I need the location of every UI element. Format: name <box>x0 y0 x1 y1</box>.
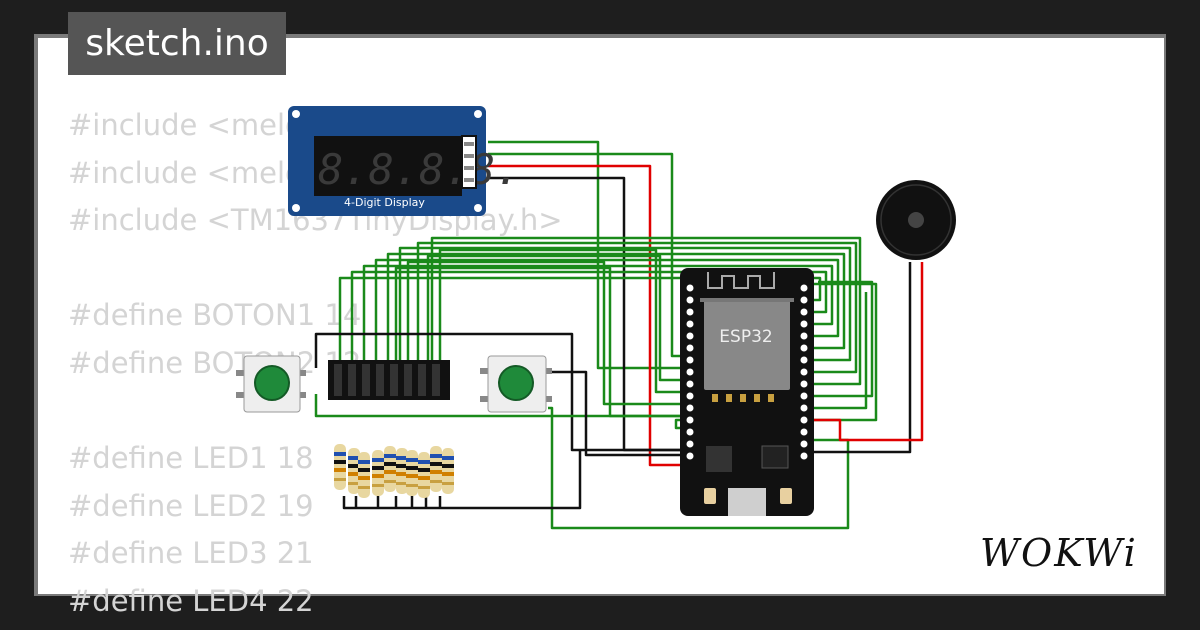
four-digit-display[interactable]: 8.8.8.8. 4-Digit Display <box>288 106 520 216</box>
wire-loop-b <box>426 254 690 382</box>
esp32-label: ESP32 <box>719 327 772 347</box>
wire-resistor-gnd <box>342 450 582 510</box>
wire-display-vcc <box>488 164 690 467</box>
wokwi-logo-text: WOKWi <box>980 531 1138 575</box>
wire-buzzer-neg <box>808 262 912 454</box>
code-line: #include <TM1637TinyDisplay.h> <box>68 203 563 238</box>
wire-led-7 <box>416 241 858 374</box>
display-digits: 8.8.8.8. <box>318 145 520 194</box>
wires <box>314 140 924 530</box>
code-line: #define LED1 18 <box>68 441 314 476</box>
wire-loop-c <box>406 260 690 406</box>
wire-buzzer-pos <box>808 262 924 442</box>
pushbutton-2[interactable] <box>480 355 552 413</box>
wire-led-5 <box>386 252 846 363</box>
display-label: 4-Digit Display <box>344 196 425 209</box>
code-line: #define LED4 22 <box>68 583 314 618</box>
wire-button-2 <box>548 370 690 457</box>
wire-led-3 <box>362 264 834 363</box>
resistors <box>334 444 454 498</box>
buzzer <box>876 180 956 260</box>
code-line: #define LED3 21 <box>68 536 314 571</box>
led-array <box>328 360 450 400</box>
esp32-board[interactable]: ESP32 <box>680 268 814 516</box>
wire-button-1b <box>314 394 690 418</box>
code-line: #define BOTON1 14 <box>68 298 362 333</box>
file-title-badge: sketch.ino <box>68 12 286 75</box>
wire-led-2 <box>350 270 828 363</box>
wire-led-1 <box>338 276 822 363</box>
wire-right-1 <box>808 280 874 398</box>
wire-led-8 <box>430 236 862 386</box>
wokwi-logo: WOKWi <box>980 531 1138 575</box>
wire-loop-a <box>438 248 690 394</box>
wire-led-4 <box>374 258 840 363</box>
wire-led-6 <box>398 246 852 363</box>
code-line: #define LED2 19 <box>68 488 314 523</box>
wire-button-1 <box>314 332 690 452</box>
wire-right-2 <box>808 292 868 410</box>
preview-card: #include <melodies.h>#include <melodies.… <box>38 38 1164 618</box>
pushbutton-1[interactable] <box>236 355 306 413</box>
